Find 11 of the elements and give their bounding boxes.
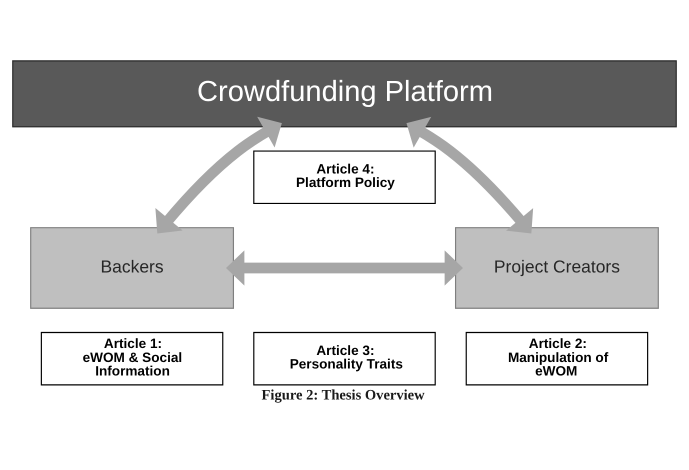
node-box: Crowdfunding Platform — [12, 60, 677, 128]
arrow — [226, 250, 463, 286]
node-box: Backers — [30, 227, 234, 309]
node-box: Article 4: Platform Policy — [253, 150, 436, 204]
arrow — [406, 116, 534, 234]
node-box: Article 2: Manipulation of eWOM — [466, 332, 648, 386]
caption: Figure 2: Thesis Overview — [262, 387, 425, 404]
node-box: Project Creators — [454, 227, 659, 309]
node-box: Article 3: Personality Traits — [253, 332, 436, 386]
node-box: Article 1: eWOM & Social Information — [40, 332, 224, 386]
arrow — [155, 116, 282, 234]
